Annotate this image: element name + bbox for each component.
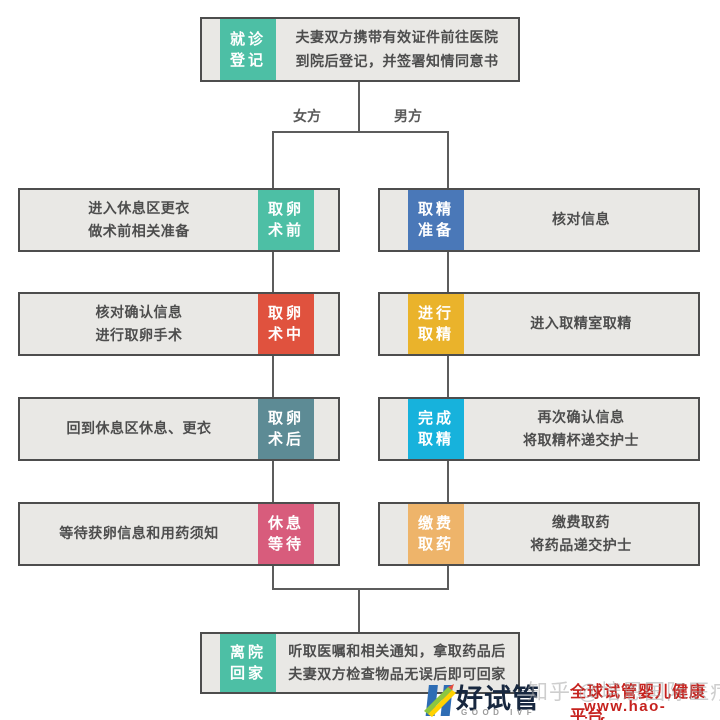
- spacer: [202, 634, 220, 692]
- step-desc: 核对确认信息 进行取卵手术: [95, 303, 183, 343]
- connector-branch-horizontal: [272, 131, 449, 133]
- connector-right-1-2: [447, 252, 449, 292]
- connector-right-3-4: [447, 461, 449, 502]
- branch-label-female: 女方: [293, 108, 321, 124]
- step-pay-medicine: 缴费 取药 缴费取药 将药品递交护士: [378, 502, 700, 566]
- goodivf-url: www.hao-ivf.com: [584, 698, 667, 720]
- spacer: [314, 190, 338, 250]
- step-desc: 等待获卵信息和用药须知: [59, 525, 219, 542]
- step-tag: 就诊 登记: [220, 19, 276, 80]
- connector-branch-right: [447, 131, 449, 188]
- step-desc: 核对信息: [552, 211, 610, 228]
- step-sperm-prep: 取精 准备 核对信息: [378, 188, 700, 252]
- step-tag: 缴费 取药: [408, 504, 464, 564]
- step-egg-retrieval-post: 回到休息区休息、更衣 取卵 术后: [18, 397, 340, 461]
- spacer: [314, 294, 338, 354]
- connector-bottom-stub: [358, 588, 360, 632]
- step-tag: 离院 回家: [220, 634, 276, 692]
- goodivf-tagline: 全球试管婴儿健康平台: [570, 684, 707, 720]
- connector-left-3-4: [272, 461, 274, 502]
- connector-merge-right: [447, 566, 449, 588]
- goodivf-logo-icon: [423, 684, 457, 720]
- step-egg-retrieval-pre: 进入休息区更衣 做术前相关准备 取卵 术前: [18, 188, 340, 252]
- spacer: [202, 19, 220, 80]
- step-tag: 休息 等待: [258, 504, 314, 564]
- step-desc: 回到休息区休息、更衣: [66, 420, 212, 437]
- spacer: [314, 504, 338, 564]
- step-registration: 就诊 登记 夫妻双方携带有效证件前往医院 到院后登记，并签署知情同意书: [200, 17, 520, 82]
- step-leave-home: 离院 回家 听取医嘱和相关通知，拿取药品后 夫妻双方检查物品无误后即可回家: [200, 632, 520, 694]
- step-tag: 完成 取精: [408, 399, 464, 459]
- step-egg-retrieval-during: 核对确认信息 进行取卵手术 取卵 术中: [18, 292, 340, 356]
- step-sperm-done: 完成 取精 再次确认信息 将取精杯递交护士: [378, 397, 700, 461]
- connector-left-1-2: [272, 252, 274, 292]
- spacer: [380, 399, 408, 459]
- spacer: [314, 399, 338, 459]
- step-desc: 缴费取药 将药品递交护士: [530, 513, 632, 553]
- step-tag: 取精 准备: [408, 190, 464, 250]
- step-tag: 取卵 术后: [258, 399, 314, 459]
- connector-top-stub: [358, 82, 360, 133]
- step-desc: 进入取精室取精: [530, 315, 632, 332]
- goodivf-brand-sub: GOOD IVF: [461, 708, 537, 717]
- branch-label-male: 男方: [394, 108, 422, 124]
- connector-merge-left: [272, 566, 274, 588]
- step-tag: 取卵 术中: [258, 294, 314, 354]
- step-desc: 进入休息区更衣 做术前相关准备: [88, 199, 190, 239]
- step-desc: 再次确认信息 将取精杯递交护士: [523, 408, 639, 448]
- connector-branch-left: [272, 131, 274, 188]
- spacer: [380, 504, 408, 564]
- connector-merge-horizontal: [272, 588, 449, 590]
- step-tag: 取卵 术前: [258, 190, 314, 250]
- goodivf-brand-name: 好试管: [456, 684, 540, 714]
- step-desc: 夫妻双方携带有效证件前往医院 到院后登记，并签署知情同意书: [295, 29, 499, 69]
- step-sperm-collect: 进行 取精 进入取精室取精: [378, 292, 700, 356]
- spacer: [380, 294, 408, 354]
- spacer: [380, 190, 408, 250]
- connector-left-2-3: [272, 356, 274, 397]
- step-rest-wait: 等待获卵信息和用药须知 休息 等待: [18, 502, 340, 566]
- connector-right-2-3: [447, 356, 449, 397]
- step-tag: 进行 取精: [408, 294, 464, 354]
- step-desc: 听取医嘱和相关通知，拿取药品后 夫妻双方检查物品无误后即可回家: [288, 642, 506, 682]
